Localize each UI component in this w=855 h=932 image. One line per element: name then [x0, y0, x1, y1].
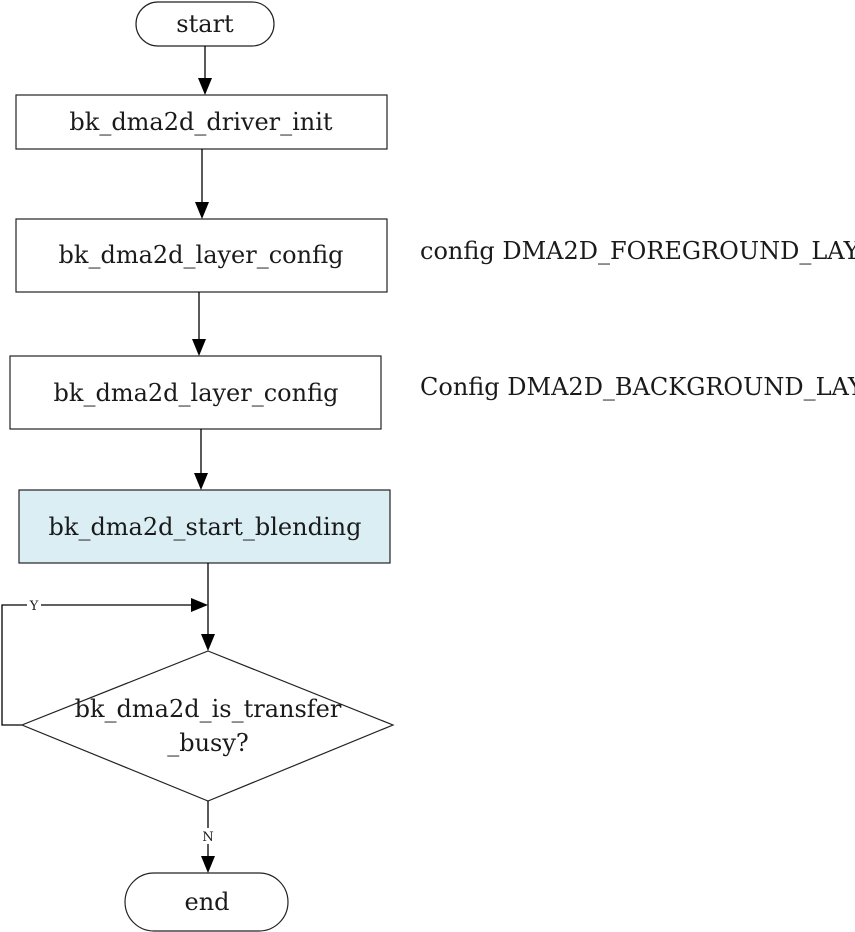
start-node-label: start [176, 10, 234, 38]
end-node: end [124, 872, 289, 932]
driver-init-shape [15, 94, 388, 150]
edge-driver-init-to-layer-config-fg [195, 149, 209, 219]
end-node-shape [124, 872, 289, 932]
edge-decision-no-to-end: N [201, 801, 215, 873]
edge-start-blending-to-decision [201, 563, 215, 651]
note-foreground: config DMA2D_FOREGROUND_LAYER [420, 237, 855, 265]
yes-label-bg [27, 597, 41, 613]
layer-config-fg-shape [15, 218, 388, 293]
arrowhead [201, 634, 215, 651]
start-blending-label: bk_dma2d_start_blending [49, 513, 362, 541]
arrowhead [191, 598, 208, 612]
arrowhead [192, 339, 206, 356]
is-transfer-busy-label-line1: bk_dma2d_is_transfer [75, 695, 342, 723]
edge-decision-yes-loop: Y [1, 597, 208, 726]
is-transfer-busy-shape [20, 650, 395, 802]
is-transfer-busy-node: bk_dma2d_is_transfer _busy? [20, 650, 395, 802]
arrowhead [194, 473, 208, 490]
layer-config-bg-label: bk_dma2d_layer_config [54, 379, 339, 407]
start-blending-node: bk_dma2d_start_blending [18, 489, 391, 564]
layer-config-fg-node: bk_dma2d_layer_config [15, 218, 388, 293]
no-label-bg [201, 828, 215, 844]
start-node: start [135, 1, 275, 47]
note-background: Config DMA2D_BACKGROUND_LAYER [420, 373, 855, 401]
edge-line [1, 604, 192, 726]
arrowhead [201, 856, 215, 873]
edge-start-to-driver-init [198, 46, 212, 95]
end-node-label: end [184, 888, 229, 916]
driver-init-node: bk_dma2d_driver_init [15, 94, 388, 150]
layer-config-bg-node: bk_dma2d_layer_config [9, 355, 382, 430]
is-transfer-busy-label-line2: _busy? [167, 729, 249, 757]
edge-layer-config-fg-to-bg [192, 292, 206, 356]
edge-layer-config-bg-to-start-blending [194, 429, 208, 490]
layer-config-fg-label: bk_dma2d_layer_config [59, 241, 344, 269]
arrowhead [198, 78, 212, 95]
yes-label: Y [29, 599, 39, 614]
layer-config-bg-shape [9, 355, 382, 430]
arrowhead [195, 202, 209, 219]
no-label: N [202, 830, 213, 845]
start-blending-shape [18, 489, 391, 564]
driver-init-label: bk_dma2d_driver_init [69, 108, 333, 136]
